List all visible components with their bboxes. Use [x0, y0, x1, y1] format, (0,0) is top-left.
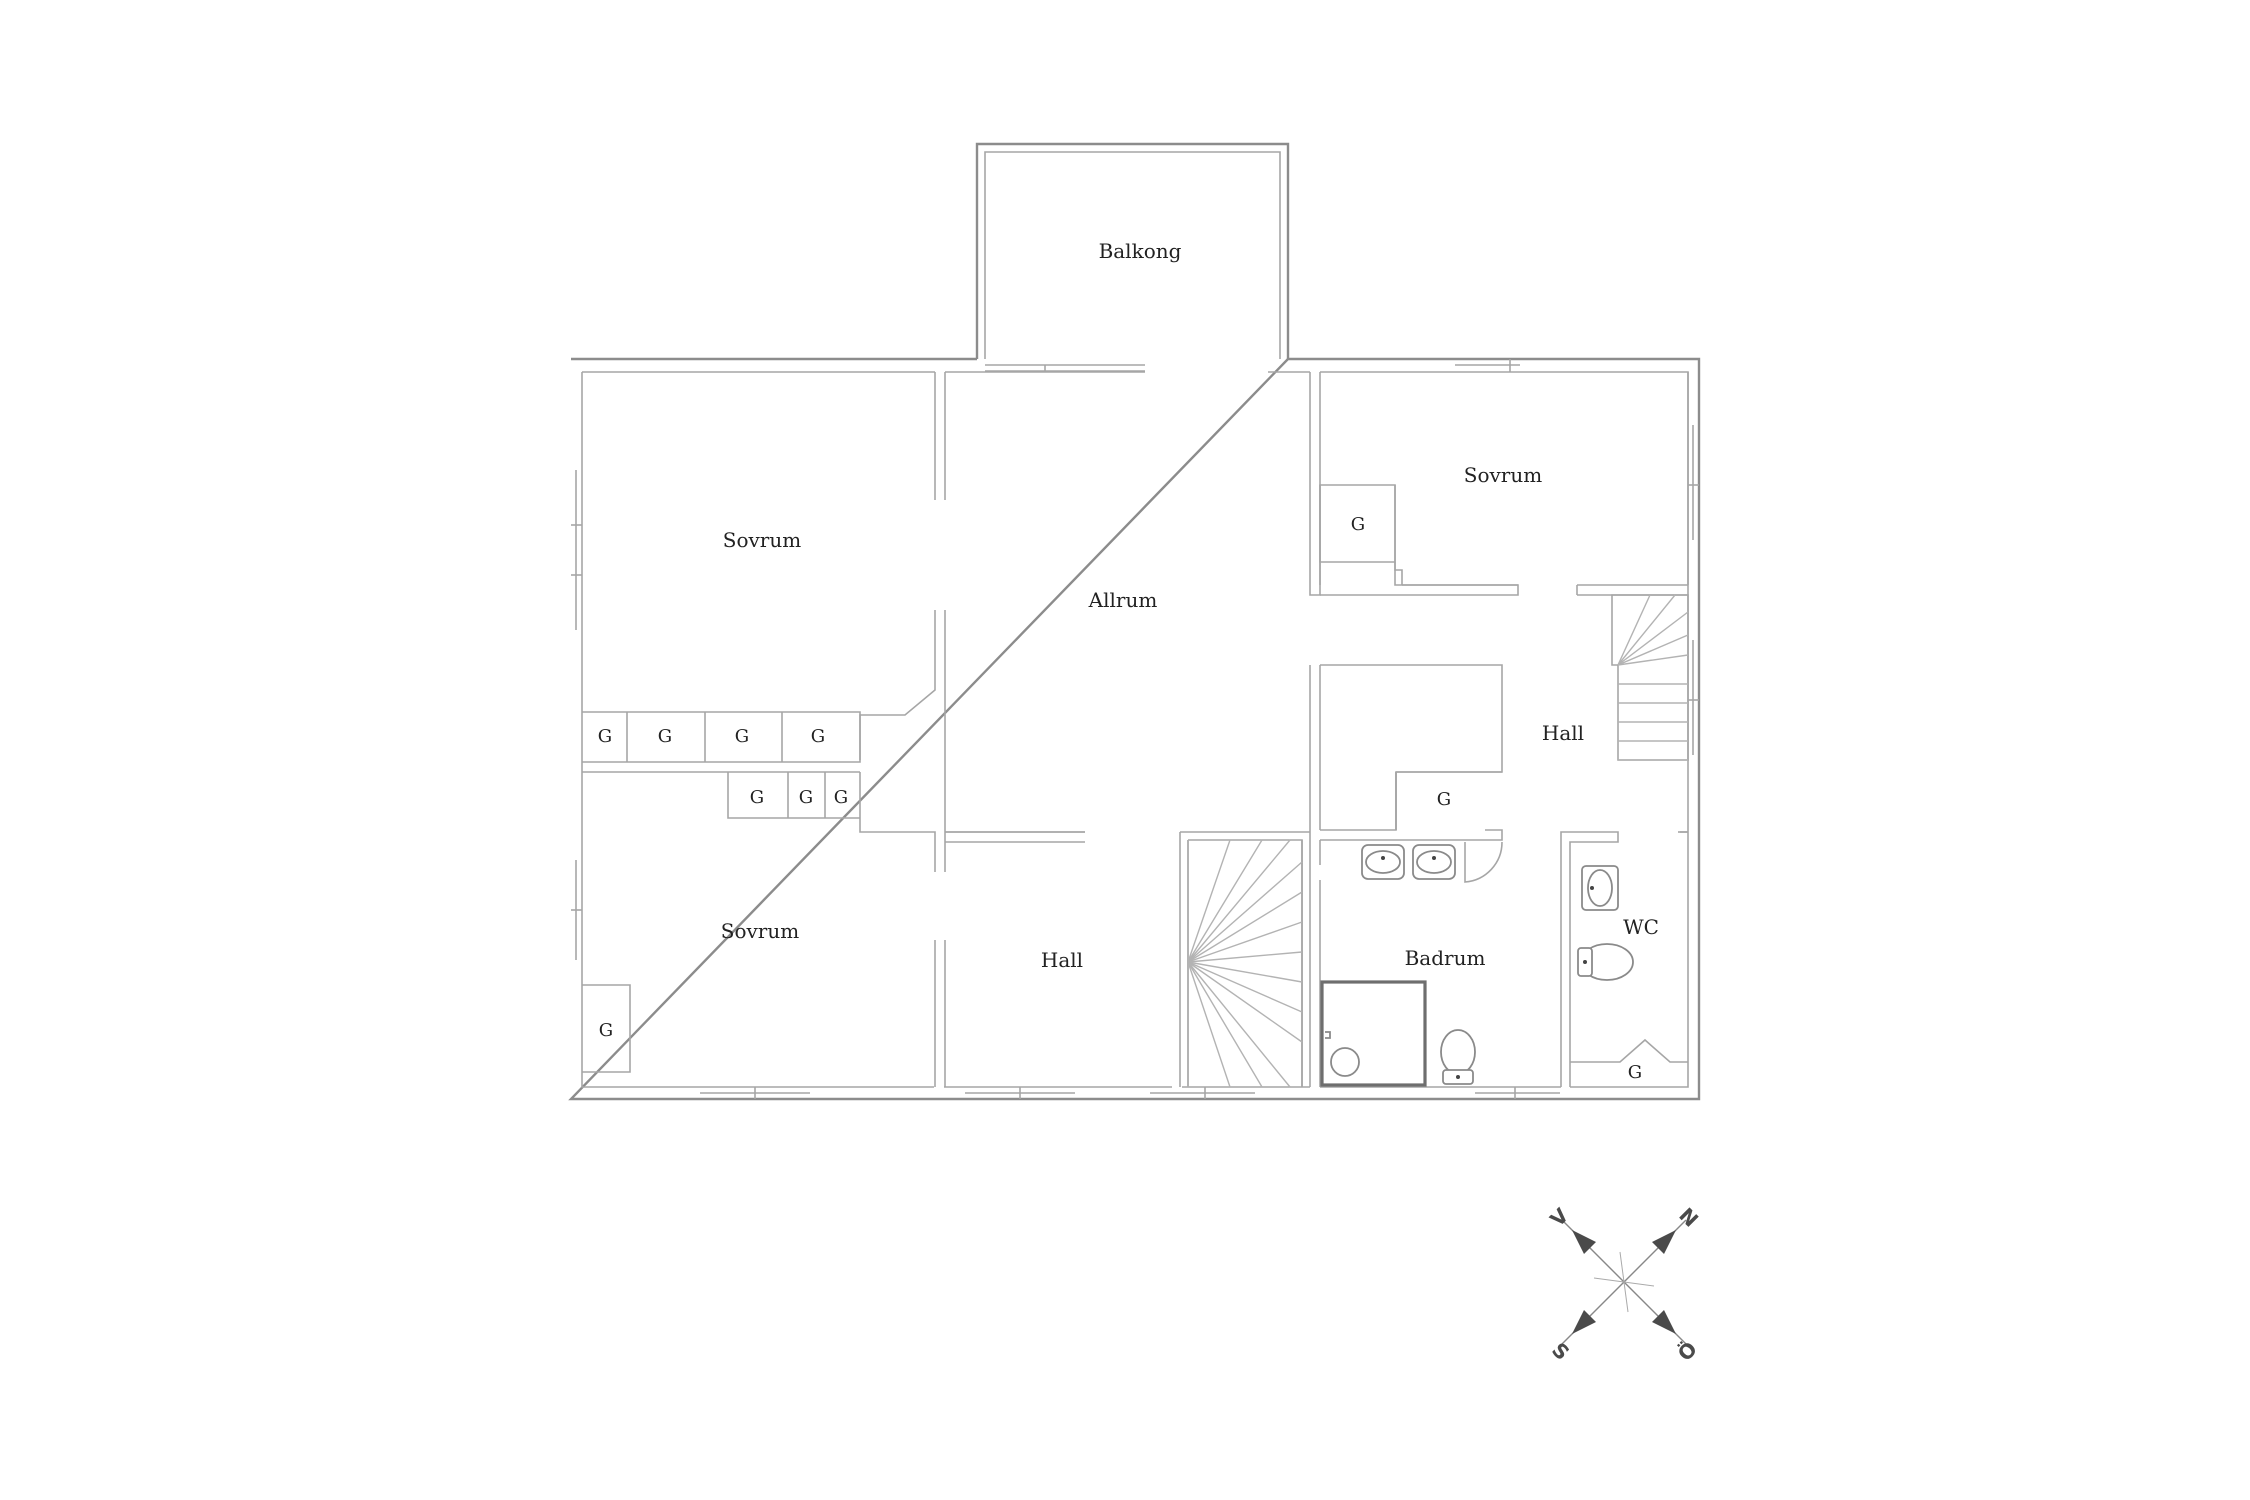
label-sovrum-ne: Sovrum: [1464, 463, 1542, 487]
toilet-badrum: [1440, 1029, 1476, 1075]
storage-labels: G G G G G G G G G G G: [598, 514, 1642, 1083]
label-balkong: Balkong: [1099, 239, 1182, 263]
stair-tread: [1187, 891, 1303, 963]
compass: N Ö S V: [1545, 1203, 1703, 1366]
stair-tread: [1187, 951, 1303, 963]
interior-walls: [582, 372, 1689, 1087]
label-sovrum-nw: Sovrum: [723, 528, 801, 552]
arrow-north-icon: [1652, 1230, 1676, 1254]
storage-g: G: [1628, 1062, 1642, 1083]
stair-tread: [1187, 961, 1303, 983]
arrow-west-icon: [1572, 1230, 1596, 1254]
stair-tread: [1187, 961, 1291, 1088]
storage-g: G: [735, 726, 749, 747]
stair-tread: [1617, 611, 1689, 666]
stair-tread: [1617, 594, 1651, 666]
label-hall-south: Hall: [1041, 948, 1083, 972]
stair-tread: [1617, 594, 1676, 666]
label-allrum: Allrum: [1088, 588, 1158, 612]
arrow-south-icon: [1572, 1310, 1596, 1334]
label-badrum: Badrum: [1405, 946, 1486, 970]
stair-tread: [1187, 961, 1231, 1088]
storage-g: G: [1351, 514, 1365, 535]
stair-tread: [1617, 634, 1689, 666]
storage-g: G: [799, 787, 813, 808]
arrow-east-icon: [1652, 1310, 1676, 1334]
wc-fixtures: [1577, 865, 1634, 981]
storage-g: G: [598, 726, 612, 747]
storage-g: G: [750, 787, 764, 808]
storage-g: G: [599, 1020, 613, 1041]
stair-tread: [1187, 839, 1263, 963]
stair-tread: [1187, 839, 1291, 963]
balcony: [975, 142, 1290, 372]
storage-ne: [1319, 485, 1518, 586]
stairs-east: [1611, 594, 1689, 761]
storage-g: G: [811, 726, 825, 747]
storage-g: G: [834, 787, 848, 808]
badrum-fixtures: [1320, 844, 1476, 1087]
stair-tread: [1187, 961, 1303, 1043]
stair-tread: [1617, 654, 1689, 666]
stairs-south: [1187, 839, 1303, 1088]
stair-tread: [1187, 961, 1303, 1013]
room-labels: Balkong Sovrum Allrum Sovrum Hall Sovrum…: [721, 239, 1659, 972]
stair-tread: [1187, 861, 1303, 963]
stair-tread: [1187, 961, 1263, 1088]
compass-south: S: [1547, 1338, 1574, 1365]
label-sovrum-sw: Sovrum: [721, 919, 799, 943]
shower: [1320, 980, 1427, 1087]
label-hall-east: Hall: [1542, 721, 1584, 745]
storage-hall: [1395, 771, 1502, 830]
storage-g: G: [1437, 789, 1451, 810]
storage-g: G: [658, 726, 672, 747]
compass-east: Ö: [1673, 1337, 1702, 1366]
label-wc: WC: [1623, 915, 1659, 939]
stair-tread: [1187, 839, 1231, 963]
stair-tread: [1187, 921, 1303, 963]
